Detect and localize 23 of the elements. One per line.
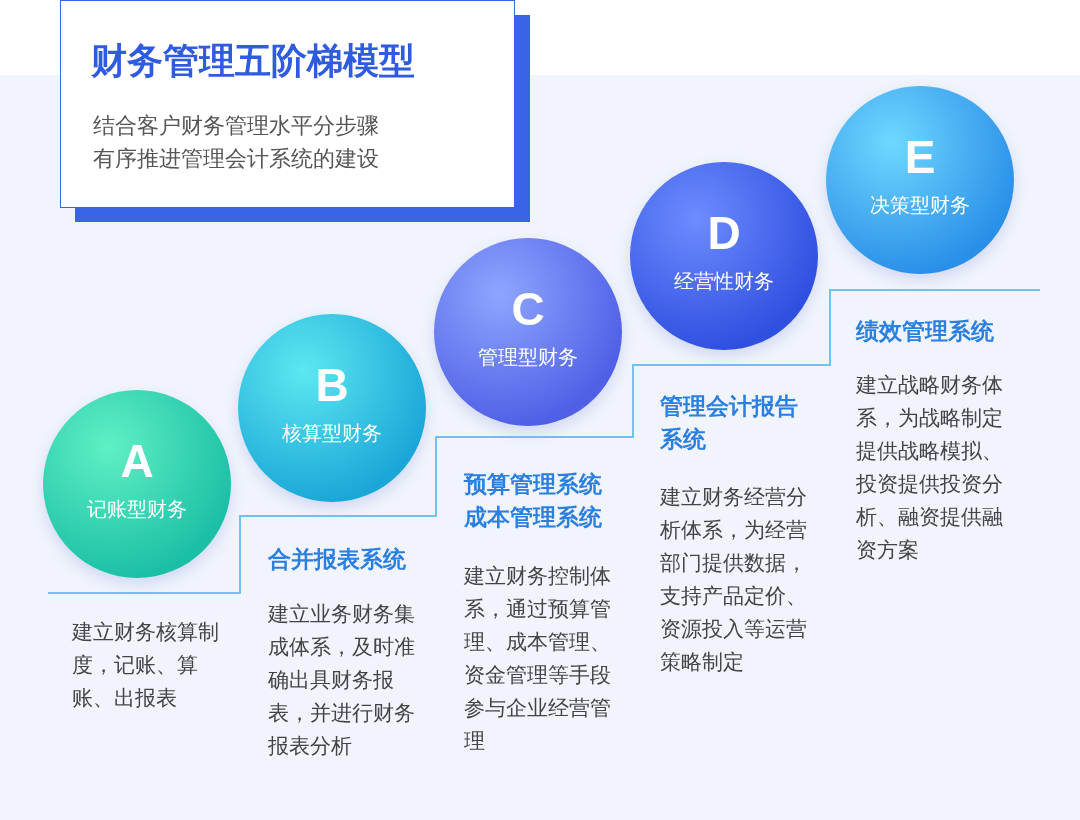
step-description: 建立业务财务集成体系，及时准确出具财务报表，并进行财务报表分析 — [268, 601, 416, 760]
stage-name: 经营性财务 — [674, 267, 774, 295]
stage-letter: D — [707, 209, 741, 256]
step-description: 建立财务核算制度，记账、算账、出报表 — [72, 619, 220, 712]
stage-name: 决策型财务 — [870, 191, 970, 219]
step-description: 建立战略财务体系，为战略制定提供战略模拟、投资提供投资分析、融资提供融资方案 — [856, 372, 1004, 564]
title-card — [60, 0, 515, 208]
step-heading: 合并报表系统 — [268, 545, 407, 574]
step-heading: 管理会计报告系统 — [660, 392, 799, 454]
step-heading: 成本管理系统 — [464, 503, 603, 532]
step-heading: 绩效管理系统 — [856, 317, 995, 346]
stage-name: 记账型财务 — [87, 495, 187, 523]
stage-letter: C — [511, 285, 545, 332]
title: 财务管理五阶梯模型 — [91, 39, 415, 83]
stage-name: 核算型财务 — [282, 419, 382, 447]
step-description: 建立财务控制体系，通过预算管理、成本管理、资金管理等手段参与企业经营管理 — [464, 563, 612, 755]
stage-letter: E — [904, 133, 936, 180]
stage-letter: B — [315, 361, 349, 408]
stage-name: 管理型财务 — [478, 343, 578, 371]
step-description: 建立财务经营分析体系，为经营部门提供数据，支持产品定价、资源投入等运营策略制定 — [660, 484, 808, 676]
step-heading: 预算管理系统 — [464, 470, 603, 499]
subtitle: 结合客户财务管理水平分步骤有序推进管理会计系统的建设 — [93, 112, 380, 173]
stage-letter: A — [120, 437, 154, 484]
